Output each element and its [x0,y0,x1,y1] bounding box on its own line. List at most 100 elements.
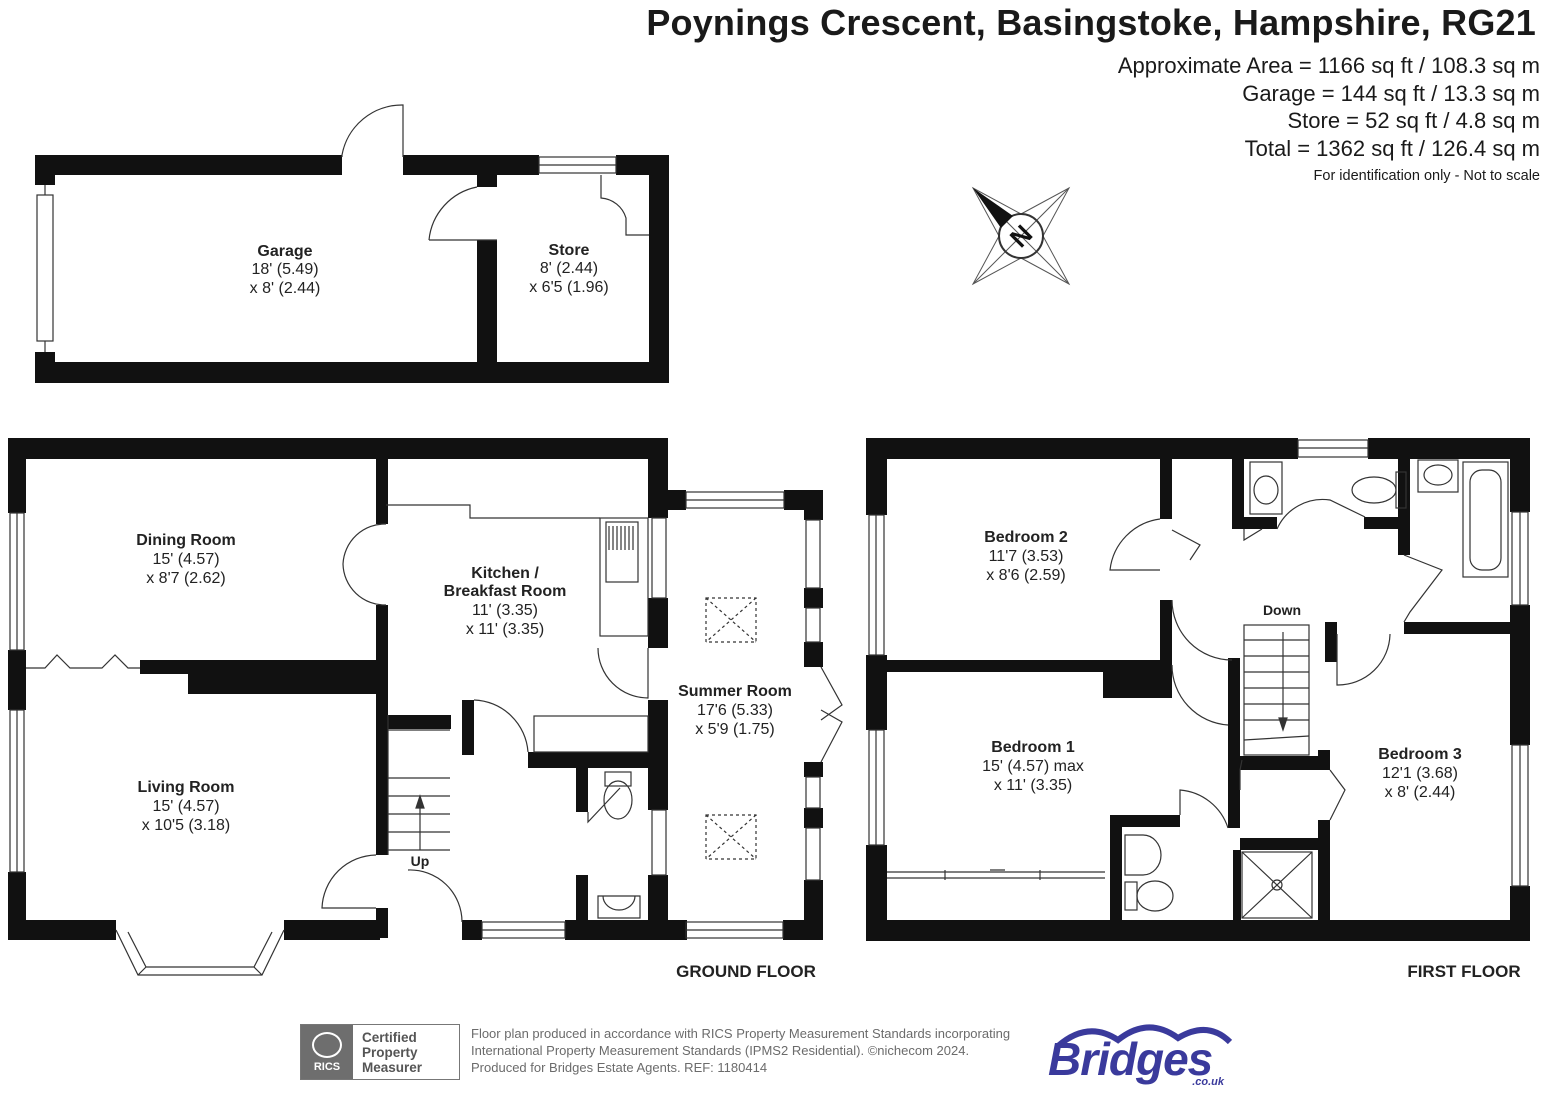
bedroom1-dim2: x 11' (3.35) [994,777,1072,794]
skylight-icon [705,814,757,860]
landing-door-swing-icon [1171,599,1233,661]
shower-tray-icon [1241,851,1313,919]
bedroom2-dim1: 11'7 (3.53) [989,548,1064,565]
wc-door-swing-icon [1243,498,1366,542]
bedroom2-label: Bedroom 2 [984,529,1068,546]
ensuite-door-swing-icon [1179,789,1229,829]
first-floor-fixtures [868,439,1529,919]
area-garage: Garage = 144 sq ft / 13.3 sq m [1242,80,1540,106]
bedroom3-dim1: 12'1 (3.68) [1382,765,1458,782]
ensuite-basin-icon [1124,834,1162,876]
first-floor-walls [866,438,1530,941]
summer-label: Summer Room [678,683,792,700]
kitchen-label-line1: Kitchen / [471,565,539,582]
garage-outbuilding [35,155,669,383]
dining-dim2: x 8'7 (2.62) [146,570,226,587]
worktop-peninsula-icon [533,715,649,753]
property-address: Poynings Crescent, Basingstoke, Hampshir… [646,2,1536,43]
bridges-logo: Bridges .co.uk [1048,1018,1234,1088]
kitchen-dim2: x 11' (3.35) [466,621,544,638]
ground-floor-fixtures [9,491,843,976]
store-dim1: 8' (2.44) [540,260,598,277]
stairs-up-label: Up [411,853,430,869]
kitchen-door-swing-icon [473,699,529,753]
stairs-down-icon [1243,624,1310,756]
living-dim2: x 10'5 (3.18) [142,817,230,834]
store-door-swing-icon [428,186,497,241]
rics-badge: RICS Certified Property Measurer [300,1024,460,1080]
footer-line2: International Property Measurement Stand… [471,1043,970,1058]
summer-french-door-icon [820,666,843,763]
area-approximate: Approximate Area = 1166 sq ft / 108.3 sq… [1117,53,1540,78]
dining-label: Dining Room [136,532,236,549]
basin-icon [1249,461,1283,515]
area-summary: Approximate Area = 1166 sq ft / 108.3 sq… [1118,52,1540,186]
wardrobe-icon [887,869,1105,880]
bedroom3-label: Bedroom 3 [1378,746,1462,763]
kitchen-dim1: 11' (3.35) [472,602,538,619]
cert-line2: Property [362,1045,418,1060]
stairs-down-label: Down [1263,602,1301,618]
cert-line3: Measurer [362,1060,423,1075]
area-store: Store = 52 sq ft / 4.8 sq m [1287,108,1540,133]
hall-door-swing-icon [407,869,463,923]
scale-note: For identification only - Not to scale [1313,168,1540,184]
wc-door-swing-icon [587,787,621,824]
brand-name: Bridges [1048,1033,1213,1085]
compass-north-icon: N [971,186,1071,286]
wc-icon [603,780,633,820]
bifold-door-icon [26,654,140,669]
garage-dim2: x 8' (2.44) [250,280,321,297]
bedroom2-dim2: x 8'6 (2.59) [986,567,1066,584]
footer-line1: Floor plan produced in accordance with R… [471,1026,1011,1041]
store-label: Store [549,242,590,259]
kitchen-label-line2: Breakfast Room [444,583,567,600]
ground-floor-walls [8,438,823,940]
kitchen-unit-icon [599,517,649,637]
basin-icon [1417,459,1459,493]
front-door-swing-icon [321,854,377,909]
bedroom1-label: Bedroom 1 [991,739,1075,756]
summer-door-swing-icon [597,647,649,699]
stairs-up-icon [387,715,450,855]
ground-floor-label: GROUND FLOOR [676,962,816,981]
bay-window-icon [115,929,285,976]
bath-icon [1462,461,1509,578]
kitchen-worktop-icon [386,504,600,519]
footer-line3: Produced for Bridges Estate Agents. REF:… [471,1060,768,1075]
garage-door-icon [36,194,54,342]
bed3-door-swing-icon [1336,633,1391,686]
kitchen-sink-icon [605,521,639,583]
kitchen-window-icon [651,517,667,599]
summer-dim1: 17'6 (5.33) [697,702,773,719]
logo-waves-icon [1056,1024,1233,1048]
summer-dim2: x 5'9 (1.75) [695,721,775,738]
skylight-icon [705,597,757,643]
brand-domain: .co.uk [1192,1076,1224,1088]
garage-fixtures [36,104,649,352]
bathroom-door-swing-icon [1403,554,1443,623]
garage-label: Garage [257,243,312,260]
dining-dim1: 15' (4.57) [152,551,219,568]
rics-cert-text: Certified Property Measurer [353,1025,459,1079]
living-label: Living Room [138,779,235,796]
bed2-door-swing-icon [1109,518,1161,571]
bedroom1-dim1: 15' (4.57) max [982,758,1084,775]
footer-disclaimer: Floor plan produced in accordance with R… [471,1025,1010,1076]
living-dim1: 15' (4.57) [152,798,219,815]
store-dim2: x 6'5 (1.96) [529,279,609,296]
rics-org: RICS [313,1060,341,1073]
store-cupboard-icon [600,175,649,236]
garage-door-swing-icon [341,104,404,157]
area-total: Total = 1362 sq ft / 126.4 sq m [1244,135,1540,161]
rics-seal-icon: RICS [301,1025,353,1079]
bedroom3-dim2: x 8' (2.44) [1385,784,1456,801]
wc-icon [1351,476,1397,504]
basin-icon [597,895,641,919]
ensuite-wc-icon [1136,880,1174,912]
bed1-door-swing-icon [1171,664,1229,726]
garage-dim1: 18' (5.49) [251,261,318,278]
cupboard-door-icon [1329,769,1346,821]
french-door-icon [342,523,387,606]
